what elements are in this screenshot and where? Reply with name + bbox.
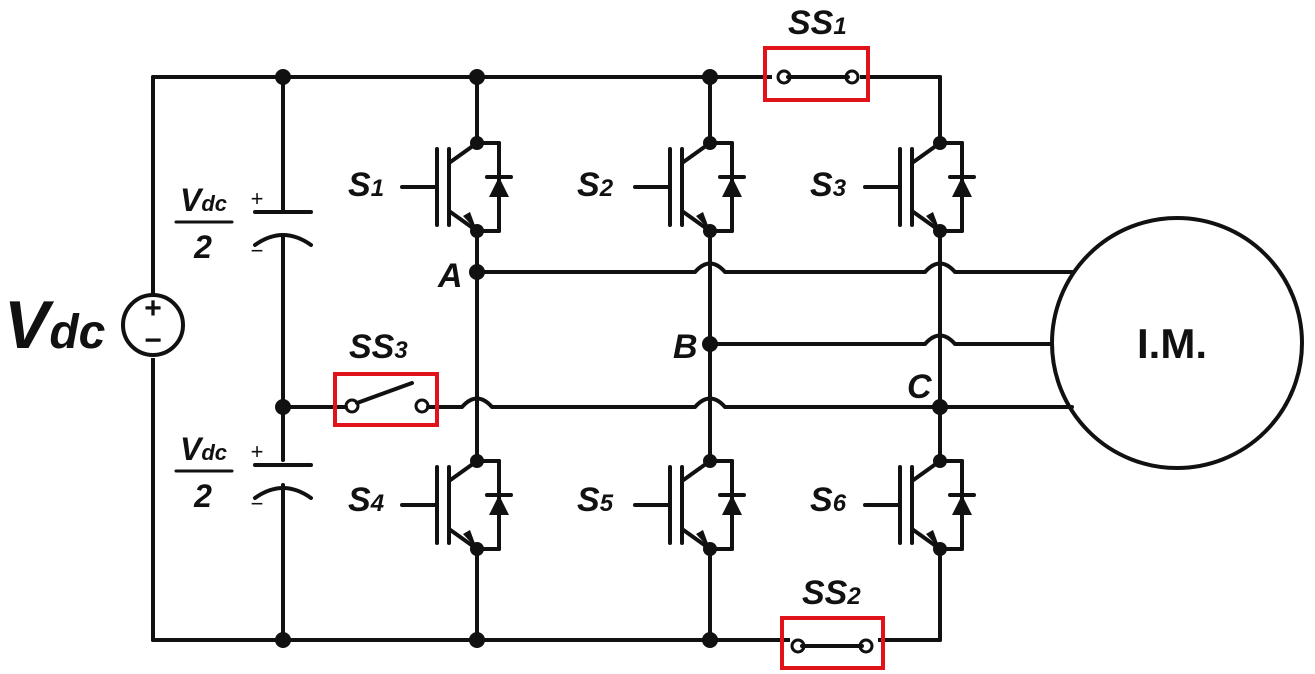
selector-switch-ss1 <box>763 46 870 102</box>
label-s5: S5 <box>577 481 614 519</box>
cap-lower-plus: + <box>251 439 264 464</box>
switch-s1 <box>400 133 513 241</box>
source-minus-sign: − <box>144 324 162 357</box>
cap-lower-minus: − <box>251 491 264 516</box>
switch-s5 <box>633 451 746 559</box>
label-ss3: SS3 <box>349 328 408 366</box>
switch-s6 <box>863 451 976 559</box>
selector-switch-ss2 <box>780 616 885 670</box>
cap-upper-minus: − <box>251 238 264 263</box>
selector-switch-ss3 <box>333 372 439 427</box>
label-s1: S1 <box>348 166 384 204</box>
switch-s3 <box>863 133 976 241</box>
label-s6: S6 <box>810 481 847 519</box>
cap-lower-denominator: 2 <box>193 478 212 514</box>
node-c-label: C <box>907 368 932 406</box>
label-s4: S4 <box>348 481 384 519</box>
label-ss1: SS1 <box>788 4 847 42</box>
label-s3: S3 <box>810 166 847 204</box>
junction-dots <box>275 69 948 648</box>
label-s2: S2 <box>577 166 614 204</box>
neutral-line <box>430 396 942 409</box>
phase-b-line <box>708 333 1054 346</box>
phase-a-line <box>475 261 1074 274</box>
node-b-label: B <box>673 328 698 366</box>
dc-source: + − <box>121 292 185 358</box>
node-a-label: A <box>437 257 463 295</box>
motor-label: I.M. <box>1137 320 1207 367</box>
cap-upper-plus: + <box>251 186 264 211</box>
cap-lower-numerator: Vdc <box>180 431 227 467</box>
switch-s2 <box>633 133 746 241</box>
source-label: Vdc <box>4 287 105 363</box>
switch-s4 <box>400 451 513 559</box>
label-ss2: SS2 <box>802 574 861 612</box>
cap-upper-numerator: Vdc <box>180 182 227 218</box>
capacitor-lower <box>253 463 313 500</box>
source-plus-sign: + <box>144 292 162 325</box>
induction-motor: I.M. <box>1050 216 1304 470</box>
cap-upper-denominator: 2 <box>193 229 212 265</box>
capacitor-upper <box>253 210 313 247</box>
